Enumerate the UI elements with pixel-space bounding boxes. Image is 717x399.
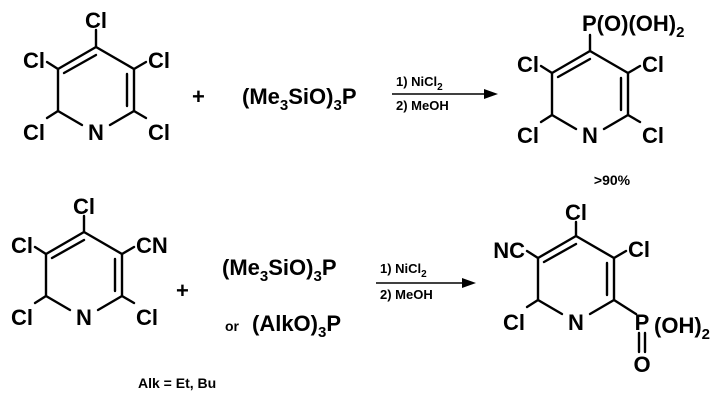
condition-nicl2: 1) NiCl2 [396, 74, 443, 93]
hydroxyl-groups: (OH)2 [654, 313, 710, 343]
ring-bonds [44, 230, 124, 312]
atom-n: N [88, 120, 104, 145]
reactant-pentachloropyridine: Cl Cl Cl Cl Cl N [23, 8, 170, 145]
product-phosphonic-acid-2: Cl Cl NC Cl N P (OH)2 O [493, 200, 710, 377]
ring-bonds [56, 45, 136, 127]
atom-o: O [633, 352, 650, 377]
condition-meoh: 2) MeOH [396, 98, 449, 113]
atom-cl: Cl [73, 194, 95, 219]
ring-bonds [550, 49, 630, 131]
atom-cl: Cl [23, 120, 45, 145]
product-phosphonic-acid-1: P(O)(OH)2 Cl Cl Cl Cl N [517, 11, 684, 148]
atom-cl: Cl [642, 123, 664, 148]
atom-n: N [568, 310, 584, 335]
substituent-bonds [539, 33, 642, 124]
reaction-arrow: 1) NiCl2 2) MeOH [376, 261, 476, 302]
atom-cl: Cl [11, 233, 33, 258]
atom-cl: Cl [517, 123, 539, 148]
atom-cl: Cl [148, 120, 170, 145]
atom-cl: Cl [11, 305, 33, 330]
footnote-alk: Alk = Et, Bu [138, 375, 216, 391]
plus-sign: + [192, 84, 205, 109]
ring-bonds [536, 234, 616, 316]
plus-sign: + [176, 278, 189, 303]
substituent-bonds [45, 28, 148, 120]
atom-cl: Cl [503, 310, 525, 335]
substituent-bonds [525, 220, 647, 354]
atom-n: N [582, 123, 598, 148]
reagent-silyl-phosphite: (Me3SiO)3P [242, 84, 357, 114]
yield-label: >90% [594, 172, 631, 188]
atom-cl: Cl [565, 200, 587, 225]
or-label: or [225, 318, 240, 334]
condition-nicl2: 1) NiCl2 [380, 261, 427, 280]
reaction-arrow: 1) NiCl2 2) MeOH [392, 74, 498, 113]
reagent-alkyl-phosphite: (AlkO)3P [252, 311, 341, 341]
atom-cl: Cl [628, 237, 650, 262]
reagent-silyl-phosphite: (Me3SiO)3P [222, 255, 337, 285]
cyano-group: NC [493, 238, 525, 263]
atom-cl: Cl [23, 48, 45, 73]
atom-cl: Cl [148, 48, 170, 73]
reactant-cyanotetrachloropyridine: Cl CN Cl Cl Cl N [11, 194, 168, 330]
substituent-bonds [33, 214, 136, 305]
atom-p: P [635, 310, 650, 335]
atom-cl: Cl [85, 8, 107, 33]
phosphonic-acid-group: P(O)(OH)2 [582, 11, 684, 41]
condition-meoh: 2) MeOH [380, 287, 433, 302]
atom-cl: Cl [136, 305, 158, 330]
cyano-group: CN [136, 233, 168, 258]
atom-cl: Cl [642, 52, 664, 77]
atom-cl: Cl [517, 52, 539, 77]
atom-n: N [76, 305, 92, 330]
